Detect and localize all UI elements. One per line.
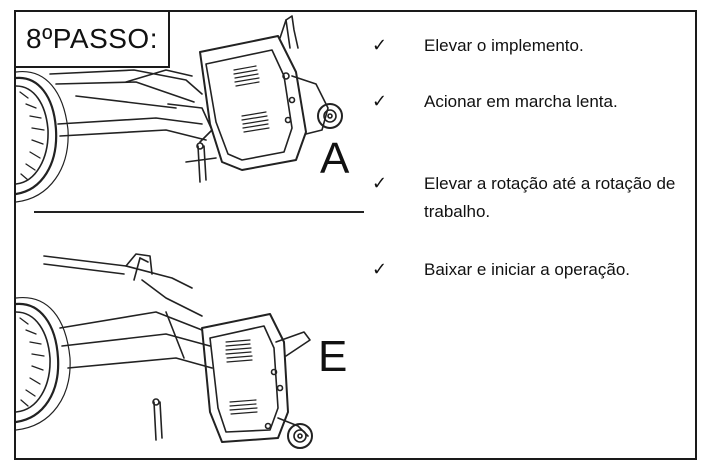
- checklist-item: ✓ Baixar e iniciar a operação.: [372, 256, 692, 284]
- checklist-item: ✓ Elevar a rotação até a rotação de trab…: [372, 170, 692, 226]
- checklist-item-text: Baixar e iniciar a operação.: [424, 260, 631, 279]
- checklist-item-text: Elevar o implemento.: [424, 36, 584, 55]
- checklist-item-text: Elevar a rotação até a rotação de trabal…: [424, 174, 676, 221]
- illustration: [16, 15, 343, 449]
- page-frame: [14, 10, 697, 460]
- check-icon: ✓: [372, 91, 388, 112]
- figure-label-e: E: [318, 332, 348, 381]
- check-icon: ✓: [372, 173, 388, 194]
- figure-divider: [34, 211, 364, 213]
- tractor-implement-lowered-icon: [16, 253, 313, 449]
- figure-label-a: A: [320, 134, 350, 183]
- checklist-item: ✓ Elevar o implemento.: [372, 32, 692, 60]
- check-icon: ✓: [372, 35, 388, 56]
- tractor-implement-raised-icon: [16, 15, 343, 203]
- checklist-item-text: Acionar em marcha lenta.: [424, 92, 618, 111]
- check-icon: ✓: [372, 259, 388, 280]
- step-title: 8ºPASSO:: [14, 10, 170, 68]
- checklist-item: ✓ Acionar em marcha lenta.: [372, 88, 692, 116]
